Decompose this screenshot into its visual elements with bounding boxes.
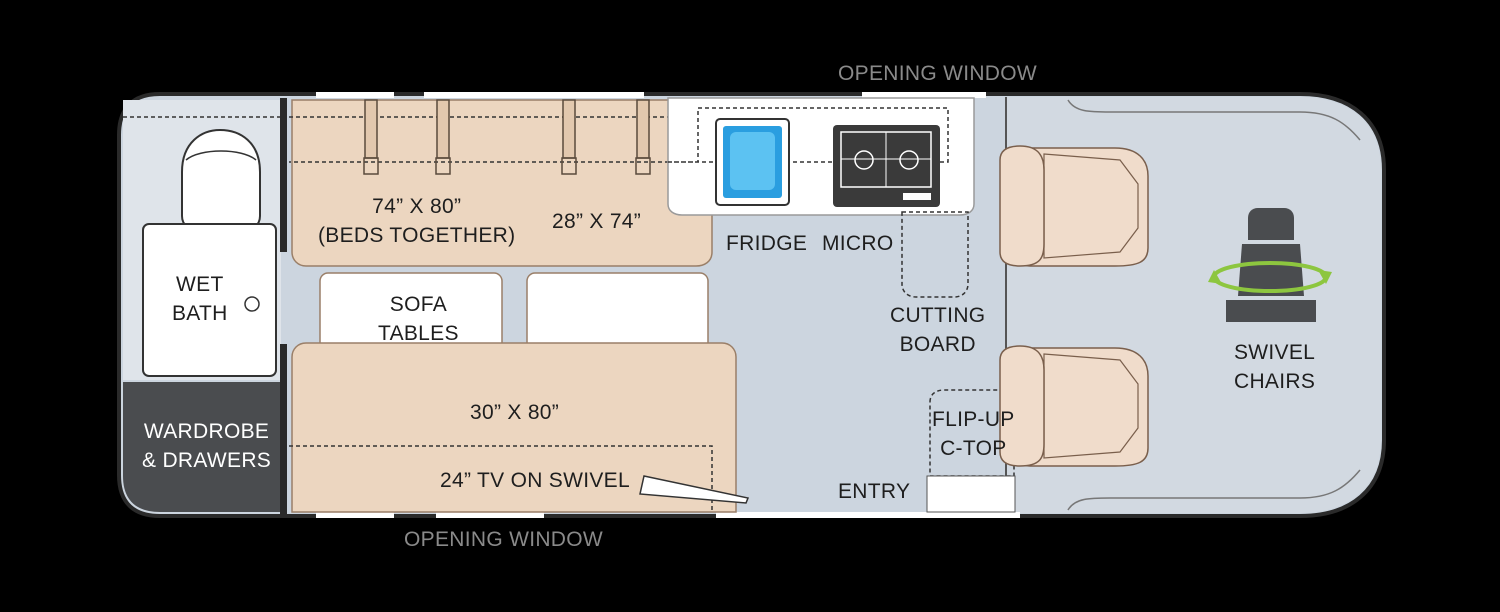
micro-label: MICRO: [822, 232, 894, 255]
seat-belts: [363, 99, 651, 175]
sofa-tables-label: SOFA TABLES: [378, 293, 459, 345]
window-bottom-3: [716, 512, 1020, 518]
sofa-bed-label: 30” X 80”: [470, 401, 560, 424]
wardrobe-label: WARDROBE & DRAWERS: [142, 420, 272, 472]
entry-step: [926, 475, 1016, 513]
tv-icon: [639, 475, 750, 504]
toilet: [181, 128, 261, 231]
flip-up-label: FLIP-UP C-TOP: [932, 408, 1015, 460]
bed-bottom: [291, 342, 737, 513]
cutting-board-label: CUTTING BOARD: [890, 304, 986, 356]
bed-together-label: 74” X 80” (BEDS TOGETHER): [318, 195, 516, 247]
fridge-label: FRIDGE: [726, 232, 808, 255]
window-bottom-1: [316, 512, 394, 518]
swivel-chair-icon: [1208, 208, 1332, 322]
wet-bath-label: WET BATH: [172, 273, 228, 325]
cutting-board: [901, 211, 969, 298]
opening-window-bottom-label: OPENING WINDOW: [404, 528, 604, 551]
shower: [142, 223, 277, 377]
flip-up-ctop: [929, 389, 1015, 477]
bed-side-label: 28” X 74”: [552, 210, 642, 233]
tv-label: 24” TV ON SWIVEL: [440, 469, 630, 492]
swivel-seat-bottom: [999, 345, 1149, 467]
swivel-seat-top: [999, 145, 1149, 267]
window-top-1: [316, 92, 394, 98]
entry-label: ENTRY: [838, 480, 911, 503]
window-top-3: [862, 92, 986, 98]
opening-window-top-label: OPENING WINDOW: [838, 62, 1038, 85]
window-top-2: [424, 92, 644, 98]
drain-icon: [244, 296, 260, 312]
swivel-chairs-label: SWIVEL CHAIRS: [1234, 341, 1316, 393]
bed-top: [291, 99, 713, 267]
window-bottom-2: [436, 512, 544, 518]
wardrobe: [123, 382, 281, 512]
